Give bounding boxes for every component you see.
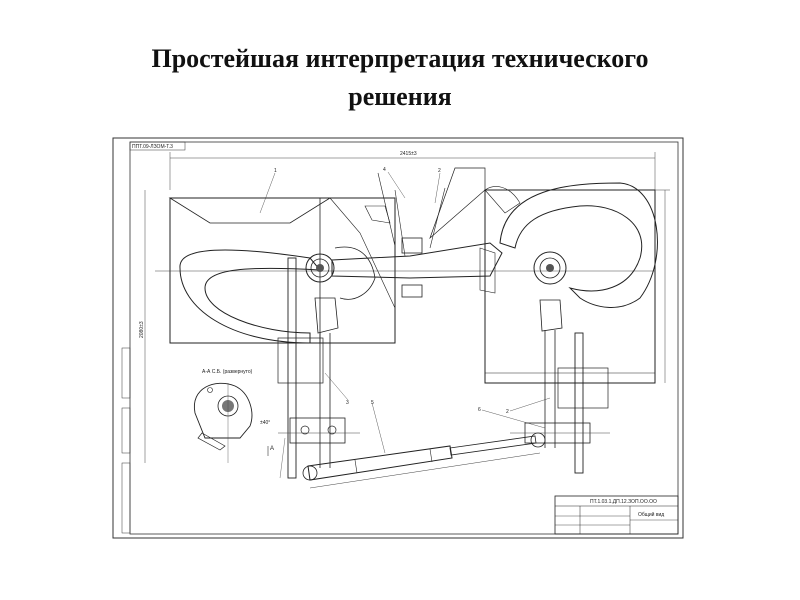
drawing-frame xyxy=(112,137,684,539)
callout-3: 3 xyxy=(346,400,349,406)
overall-dimension-label: 2415±3 xyxy=(400,151,417,157)
title-block-name: Общий вид xyxy=(638,511,664,518)
margin-block-3 xyxy=(121,462,131,534)
slide-title-line-2: решения xyxy=(348,82,452,111)
central-arm xyxy=(331,242,503,279)
left-column xyxy=(287,257,297,479)
left-bin xyxy=(169,197,396,344)
slide-title-line-1: Простейшая интерпретация технического xyxy=(151,44,649,73)
callout-1: 1 xyxy=(274,168,277,174)
top-stamp-text: ППТ.09-ЛЗОМ-Т.3 xyxy=(132,144,173,150)
section-label: А-А С.Б. (развернуто) xyxy=(202,369,253,375)
title-block: ПТ.1.03.1.ДП.12.ЗОП.ОО.ОО Общий вид xyxy=(554,495,679,535)
slide-title: Простейшая интерпретация технического ре… xyxy=(40,40,760,116)
hydraulic-cylinder xyxy=(302,432,546,481)
tolerance-label: ±40° xyxy=(260,420,270,426)
right-column xyxy=(574,332,584,474)
right-bin xyxy=(484,189,656,384)
right-curved-handle xyxy=(499,182,658,308)
technical-drawing: ППТ.09-ЛЗОМ-Т.3 2415±3 2080±3 xyxy=(112,137,684,539)
drawing-inner-frame xyxy=(129,141,679,535)
top-stamp-box xyxy=(129,141,186,151)
right-bearing xyxy=(533,251,567,285)
margin-block-2 xyxy=(121,407,131,454)
callout-6: 6 xyxy=(478,407,481,413)
section-mark: А xyxy=(270,446,274,452)
left-curved-handle xyxy=(179,249,322,344)
title-block-code: ПТ.1.03.1.ДП.12.ЗОП.ОО.ОО xyxy=(590,499,657,505)
callout-2-bottom: 2 xyxy=(506,409,509,415)
callout-2-top: 2 xyxy=(438,168,441,174)
callout-5: 5 xyxy=(371,400,374,406)
margin-block-1 xyxy=(121,347,131,399)
callout-4: 4 xyxy=(383,167,386,173)
left-bearing xyxy=(305,253,335,283)
left-dimension-label: 2080±3 xyxy=(139,321,145,338)
section-detail xyxy=(193,382,253,463)
